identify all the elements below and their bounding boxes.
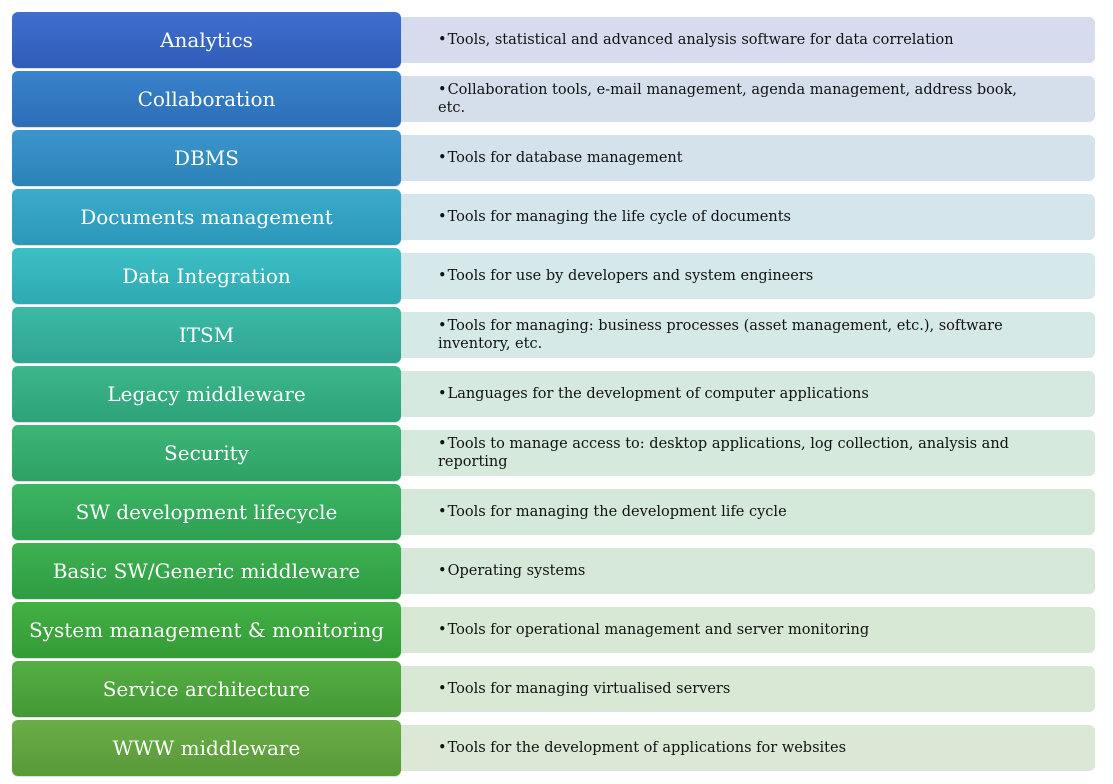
category-description: •Tools for managing the development life… <box>395 489 1095 535</box>
description-text: Tools for operational management and ser… <box>447 621 870 638</box>
category-description: •Tools for use by developers and system … <box>395 253 1095 299</box>
category-label: ITSM <box>12 307 401 363</box>
description-text: Tools for managing the life cycle of doc… <box>447 208 791 225</box>
category-row: Service architecture•Tools for managing … <box>12 661 1096 717</box>
description-text: Collaboration tools, e-mail management, … <box>438 81 1018 116</box>
bullet-icon: • <box>438 385 447 402</box>
category-row: System management & monitoring•Tools for… <box>12 602 1096 658</box>
category-row: Analytics•Tools, statistical and advance… <box>12 12 1096 68</box>
category-row: DBMS•Tools for database management <box>12 130 1096 186</box>
category-row: Collaboration•Collaboration tools, e-mai… <box>12 71 1096 127</box>
category-description: •Tools, statistical and advanced analysi… <box>395 17 1095 63</box>
category-label: System management & monitoring <box>12 602 401 658</box>
bullet-icon: • <box>438 503 447 520</box>
description-text: Tools for use by developers and system e… <box>447 267 814 284</box>
bullet-icon: • <box>438 81 447 98</box>
description-text: Tools, statistical and advanced analysis… <box>447 31 954 48</box>
description-text: Tools for managing: business processes (… <box>438 317 1003 352</box>
category-label: Documents management <box>12 189 401 245</box>
category-label: Service architecture <box>12 661 401 717</box>
category-row: Security•Tools to manage access to: desk… <box>12 425 1096 481</box>
description-text: Tools for managing the development life … <box>447 503 787 520</box>
category-description: •Collaboration tools, e-mail management,… <box>395 76 1095 122</box>
category-description: •Tools for the development of applicatio… <box>395 725 1095 771</box>
category-row: Documents management•Tools for managing … <box>12 189 1096 245</box>
category-description: •Tools for operational management and se… <box>395 607 1095 653</box>
category-label: Data Integration <box>12 248 401 304</box>
category-description: •Operating systems <box>395 548 1095 594</box>
category-description: •Tools to manage access to: desktop appl… <box>395 430 1095 476</box>
bullet-icon: • <box>438 562 447 579</box>
category-row: WWW middleware•Tools for the development… <box>12 720 1096 776</box>
category-description: •Tools for database management <box>395 135 1095 181</box>
bullet-icon: • <box>438 317 447 334</box>
category-description: •Tools for managing: business processes … <box>395 312 1095 358</box>
description-text: Languages for the development of compute… <box>447 385 869 402</box>
category-label: Security <box>12 425 401 481</box>
category-label: Collaboration <box>12 71 401 127</box>
bullet-icon: • <box>438 680 447 697</box>
bullet-icon: • <box>438 208 447 225</box>
bullet-icon: • <box>438 621 447 638</box>
description-text: Tools for the development of application… <box>447 739 847 756</box>
category-row: ITSM•Tools for managing: business proces… <box>12 307 1096 363</box>
category-row: Data Integration•Tools for use by develo… <box>12 248 1096 304</box>
bullet-icon: • <box>438 435 447 452</box>
bullet-icon: • <box>438 31 447 48</box>
category-description: •Tools for managing the life cycle of do… <box>395 194 1095 240</box>
category-label: Basic SW/Generic middleware <box>12 543 401 599</box>
category-description: •Tools for managing virtualised servers <box>395 666 1095 712</box>
description-text: Operating systems <box>447 562 586 579</box>
category-row: Legacy middleware•Languages for the deve… <box>12 366 1096 422</box>
category-label: Legacy middleware <box>12 366 401 422</box>
category-list: Analytics•Tools, statistical and advance… <box>12 12 1096 779</box>
category-label: DBMS <box>12 130 401 186</box>
description-text: Tools for database management <box>447 149 683 166</box>
category-row: Basic SW/Generic middleware•Operating sy… <box>12 543 1096 599</box>
category-label: SW development lifecycle <box>12 484 401 540</box>
category-label: WWW middleware <box>12 720 401 776</box>
bullet-icon: • <box>438 149 447 166</box>
description-text: Tools for managing virtualised servers <box>447 680 731 697</box>
category-row: SW development lifecycle•Tools for manag… <box>12 484 1096 540</box>
bullet-icon: • <box>438 739 447 756</box>
category-label: Analytics <box>12 12 401 68</box>
description-text: Tools to manage access to: desktop appli… <box>438 435 1009 470</box>
category-description: •Languages for the development of comput… <box>395 371 1095 417</box>
bullet-icon: • <box>438 267 447 284</box>
